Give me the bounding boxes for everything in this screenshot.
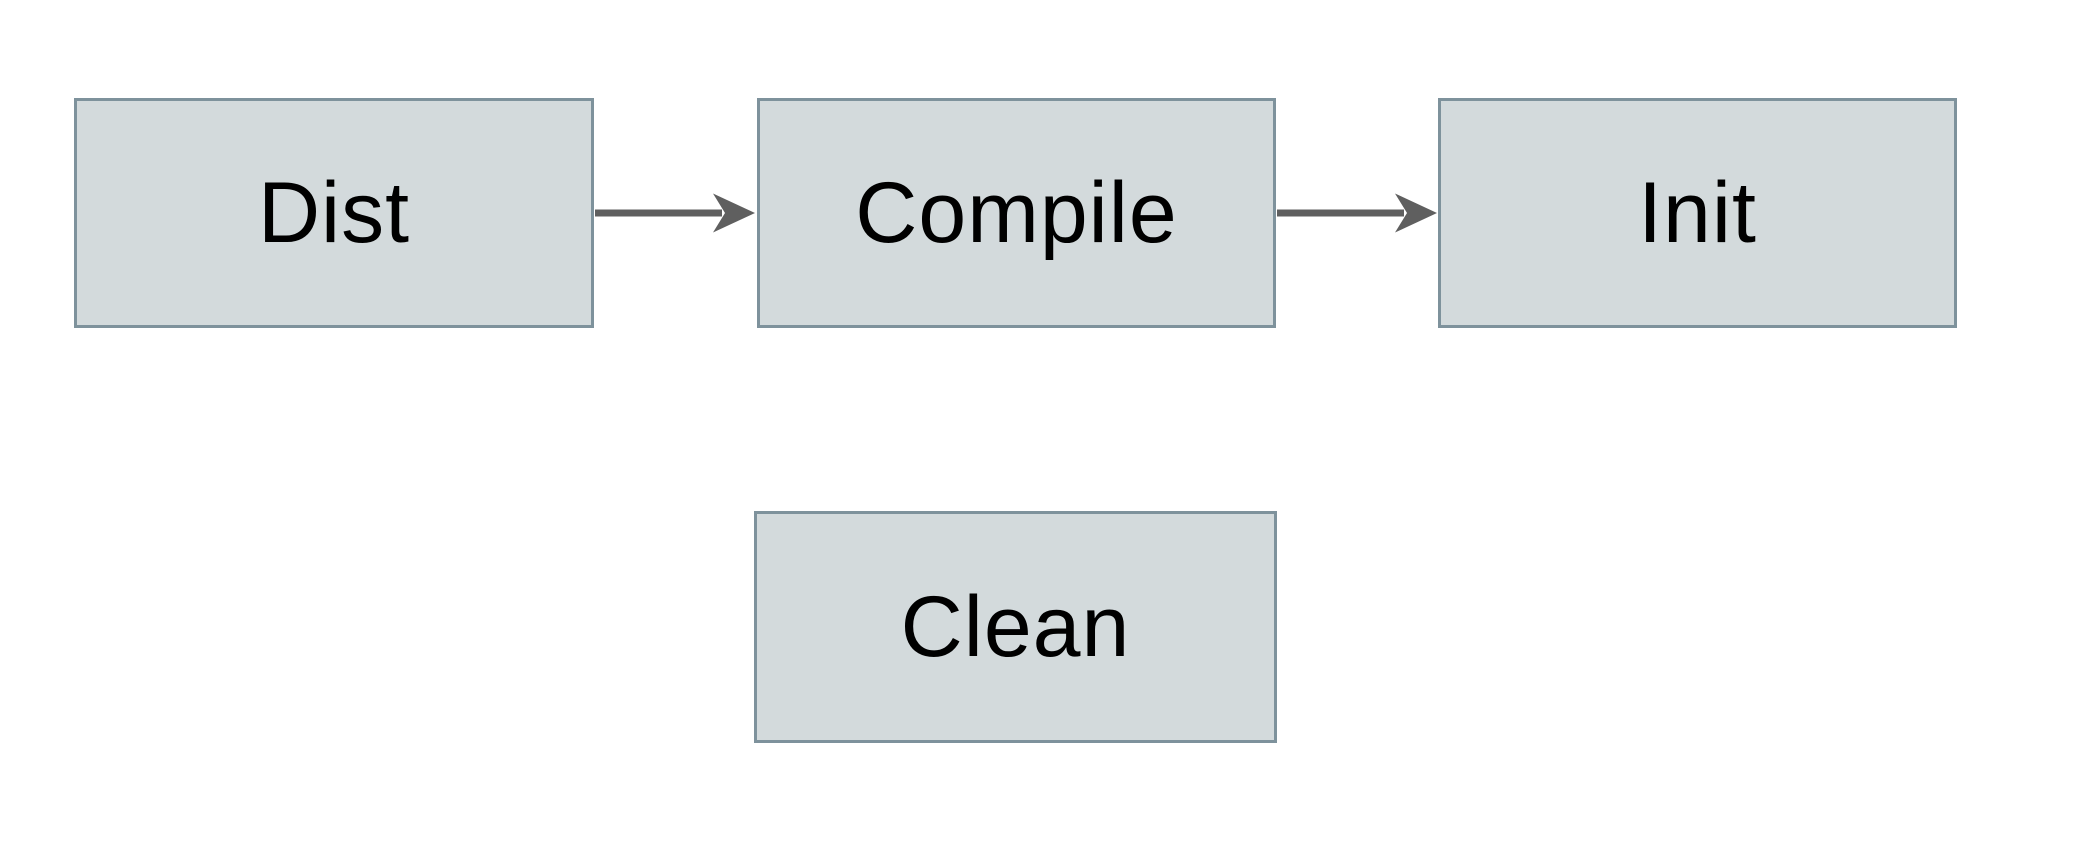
node-init-label: Init xyxy=(1638,165,1757,261)
arrow-compile-to-init xyxy=(1277,193,1437,233)
node-dist: Dist xyxy=(74,98,594,328)
node-compile-label: Compile xyxy=(855,165,1178,261)
node-dist-label: Dist xyxy=(257,165,411,261)
arrow-dist-to-compile xyxy=(595,193,755,233)
arrow-compile-to-init-head xyxy=(1395,193,1437,233)
node-clean: Clean xyxy=(754,511,1277,743)
node-compile: Compile xyxy=(757,98,1276,328)
node-clean-label: Clean xyxy=(900,579,1131,675)
arrow-dist-to-compile-head xyxy=(713,193,755,233)
node-init: Init xyxy=(1438,98,1957,328)
